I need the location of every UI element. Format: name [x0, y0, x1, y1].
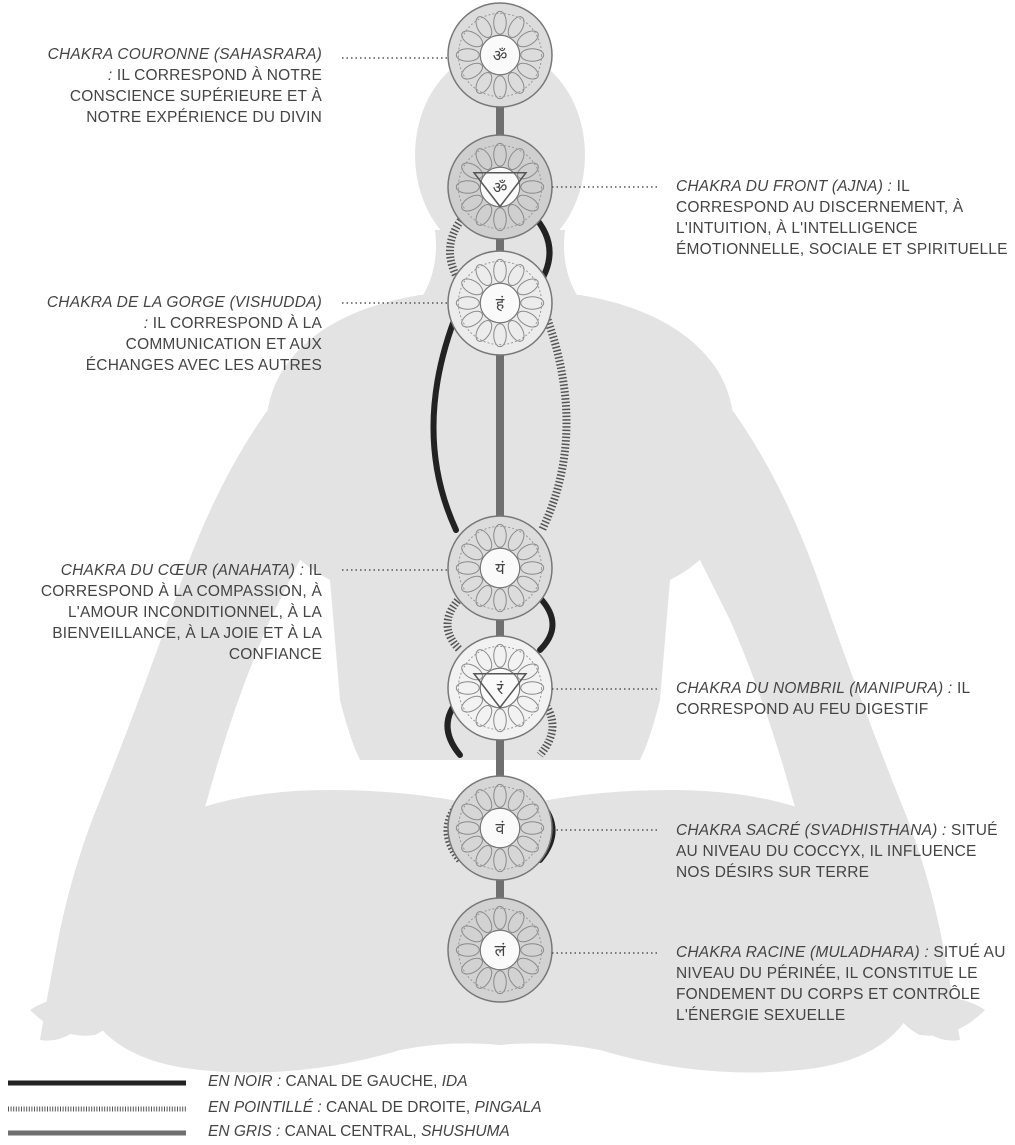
- legend-desc: CANAL DE GAUCHE,: [286, 1073, 438, 1090]
- chakra-nombril: रं: [448, 636, 552, 740]
- legend-desc: CANAL DE DROITE,: [326, 1099, 470, 1116]
- legend-row-pingala: EN POINTILLÉ : CANAL DE DROITE, PINGALA: [0, 1097, 1015, 1119]
- chakra-gorge: हं: [448, 251, 552, 355]
- chakra-coeur-glyph: यं: [495, 559, 505, 578]
- legend-key: EN NOIR :: [208, 1073, 281, 1090]
- chakra-sacre: वं: [448, 776, 552, 880]
- legend-canal: PINGALA: [474, 1099, 541, 1116]
- legend-line-solid-black: [8, 1080, 186, 1086]
- legend-desc: CANAL CENTRAL,: [285, 1123, 417, 1140]
- legend-canal: IDA: [442, 1073, 468, 1090]
- chakra-couronne: ॐ: [448, 3, 552, 107]
- chakra-front-glyph: ॐ: [493, 178, 508, 197]
- chakra-gorge-glyph: हं: [496, 294, 505, 313]
- label-chakra-couronne: CHAKRA COURONNE (SAHASRARA) : IL CORRESP…: [40, 44, 322, 128]
- chakra-front: ॐ: [448, 135, 552, 239]
- legend-line-solid-gray: [8, 1130, 186, 1136]
- chakra-nombril-glyph: रं: [497, 679, 504, 698]
- label-chakra-sacre: CHAKRA SACRÉ (SVADHISTHANA) : SITUÉ AU N…: [676, 820, 1006, 883]
- label-chakra-nombril: CHAKRA DU NOMBRIL (MANIPURA) : IL CORRES…: [676, 678, 1006, 720]
- label-chakra-gorge: CHAKRA DE LA GORGE (VISHUDDA) : IL CORRE…: [40, 292, 322, 376]
- legend-row-ida: EN NOIR : CANAL DE GAUCHE, IDA: [0, 1071, 1015, 1093]
- legend-key: EN GRIS :: [208, 1123, 280, 1140]
- chakra-sacre-glyph: वं: [496, 819, 506, 838]
- label-chakra-coeur: CHAKRA DU CŒUR (ANAHATA) : IL CORRESPOND…: [25, 560, 322, 665]
- legend-canal: SHUSHUMA: [421, 1123, 510, 1140]
- chakra-racine-glyph: लं: [495, 941, 507, 960]
- legend-key: EN POINTILLÉ :: [208, 1099, 322, 1116]
- legend-line-dotted: [8, 1106, 186, 1112]
- chakra-racine: लं: [448, 898, 552, 1002]
- chakra-couronne-glyph: ॐ: [493, 46, 508, 65]
- legend-row-shushuma: EN GRIS : CANAL CENTRAL, SHUSHUMA: [0, 1121, 1015, 1143]
- label-chakra-front: CHAKRA DU FRONT (AJNA) : IL CORRESPOND A…: [676, 176, 1011, 260]
- label-chakra-racine: CHAKRA RACINE (MULADHARA) : SITUÉ AU NIV…: [676, 942, 1006, 1026]
- chakra-coeur: यं: [448, 516, 552, 620]
